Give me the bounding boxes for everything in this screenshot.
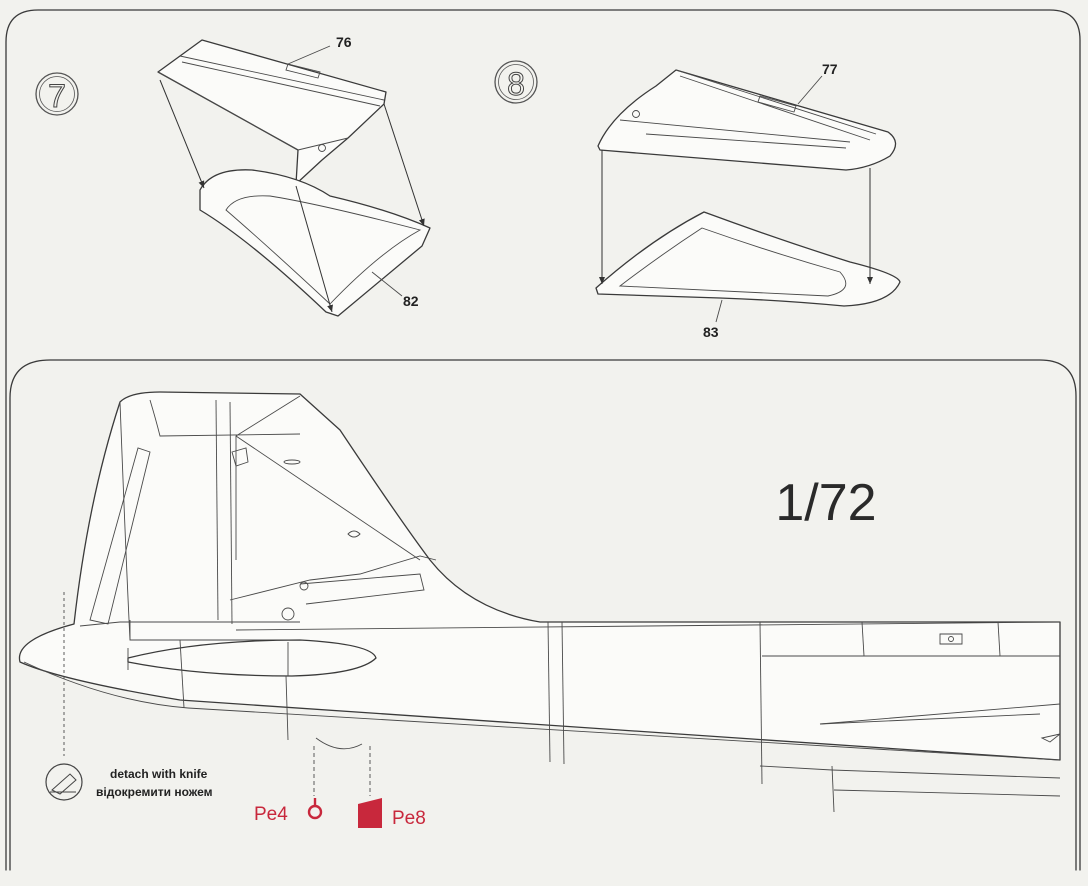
part-82-drawing [199,169,431,317]
part-77-drawing [597,69,897,171]
sheet-border [5,9,1081,871]
fuselage-drawing [23,621,1061,813]
step-8-badge: 8 [494,60,538,104]
part-76-drawing [157,39,387,185]
step-7-number: 7 [48,78,66,114]
part-76-label: 76 [336,34,352,50]
step-7-badge: 7 [35,72,79,116]
detach-note-english: detach with knife [110,767,208,781]
part-77-label: 77 [822,61,838,77]
stabilizer-drawing [127,639,377,677]
tail-fin-drawing [18,391,1061,761]
step-8-number: 8 [507,66,525,102]
pe4-label: Pe4 [254,804,288,825]
detach-note-ukrainian: відокремити ножем [96,785,213,799]
step-8: 8 77 83 [494,60,901,340]
panel-border [9,359,1077,871]
step-7: 7 76 82 [35,34,431,317]
pe4-ring-icon [307,798,323,820]
scale-label: 1/72 [775,474,876,532]
part-82-label: 82 [403,293,419,309]
part-83-label: 83 [703,324,719,340]
part-83-drawing [595,211,901,307]
pe8-plate-icon [358,798,382,828]
pe8-label: Pe8 [392,808,426,829]
knife-icon [45,763,83,801]
scale-profile-panel: 1/72 detach with knife відокремити ножем… [9,359,1077,871]
